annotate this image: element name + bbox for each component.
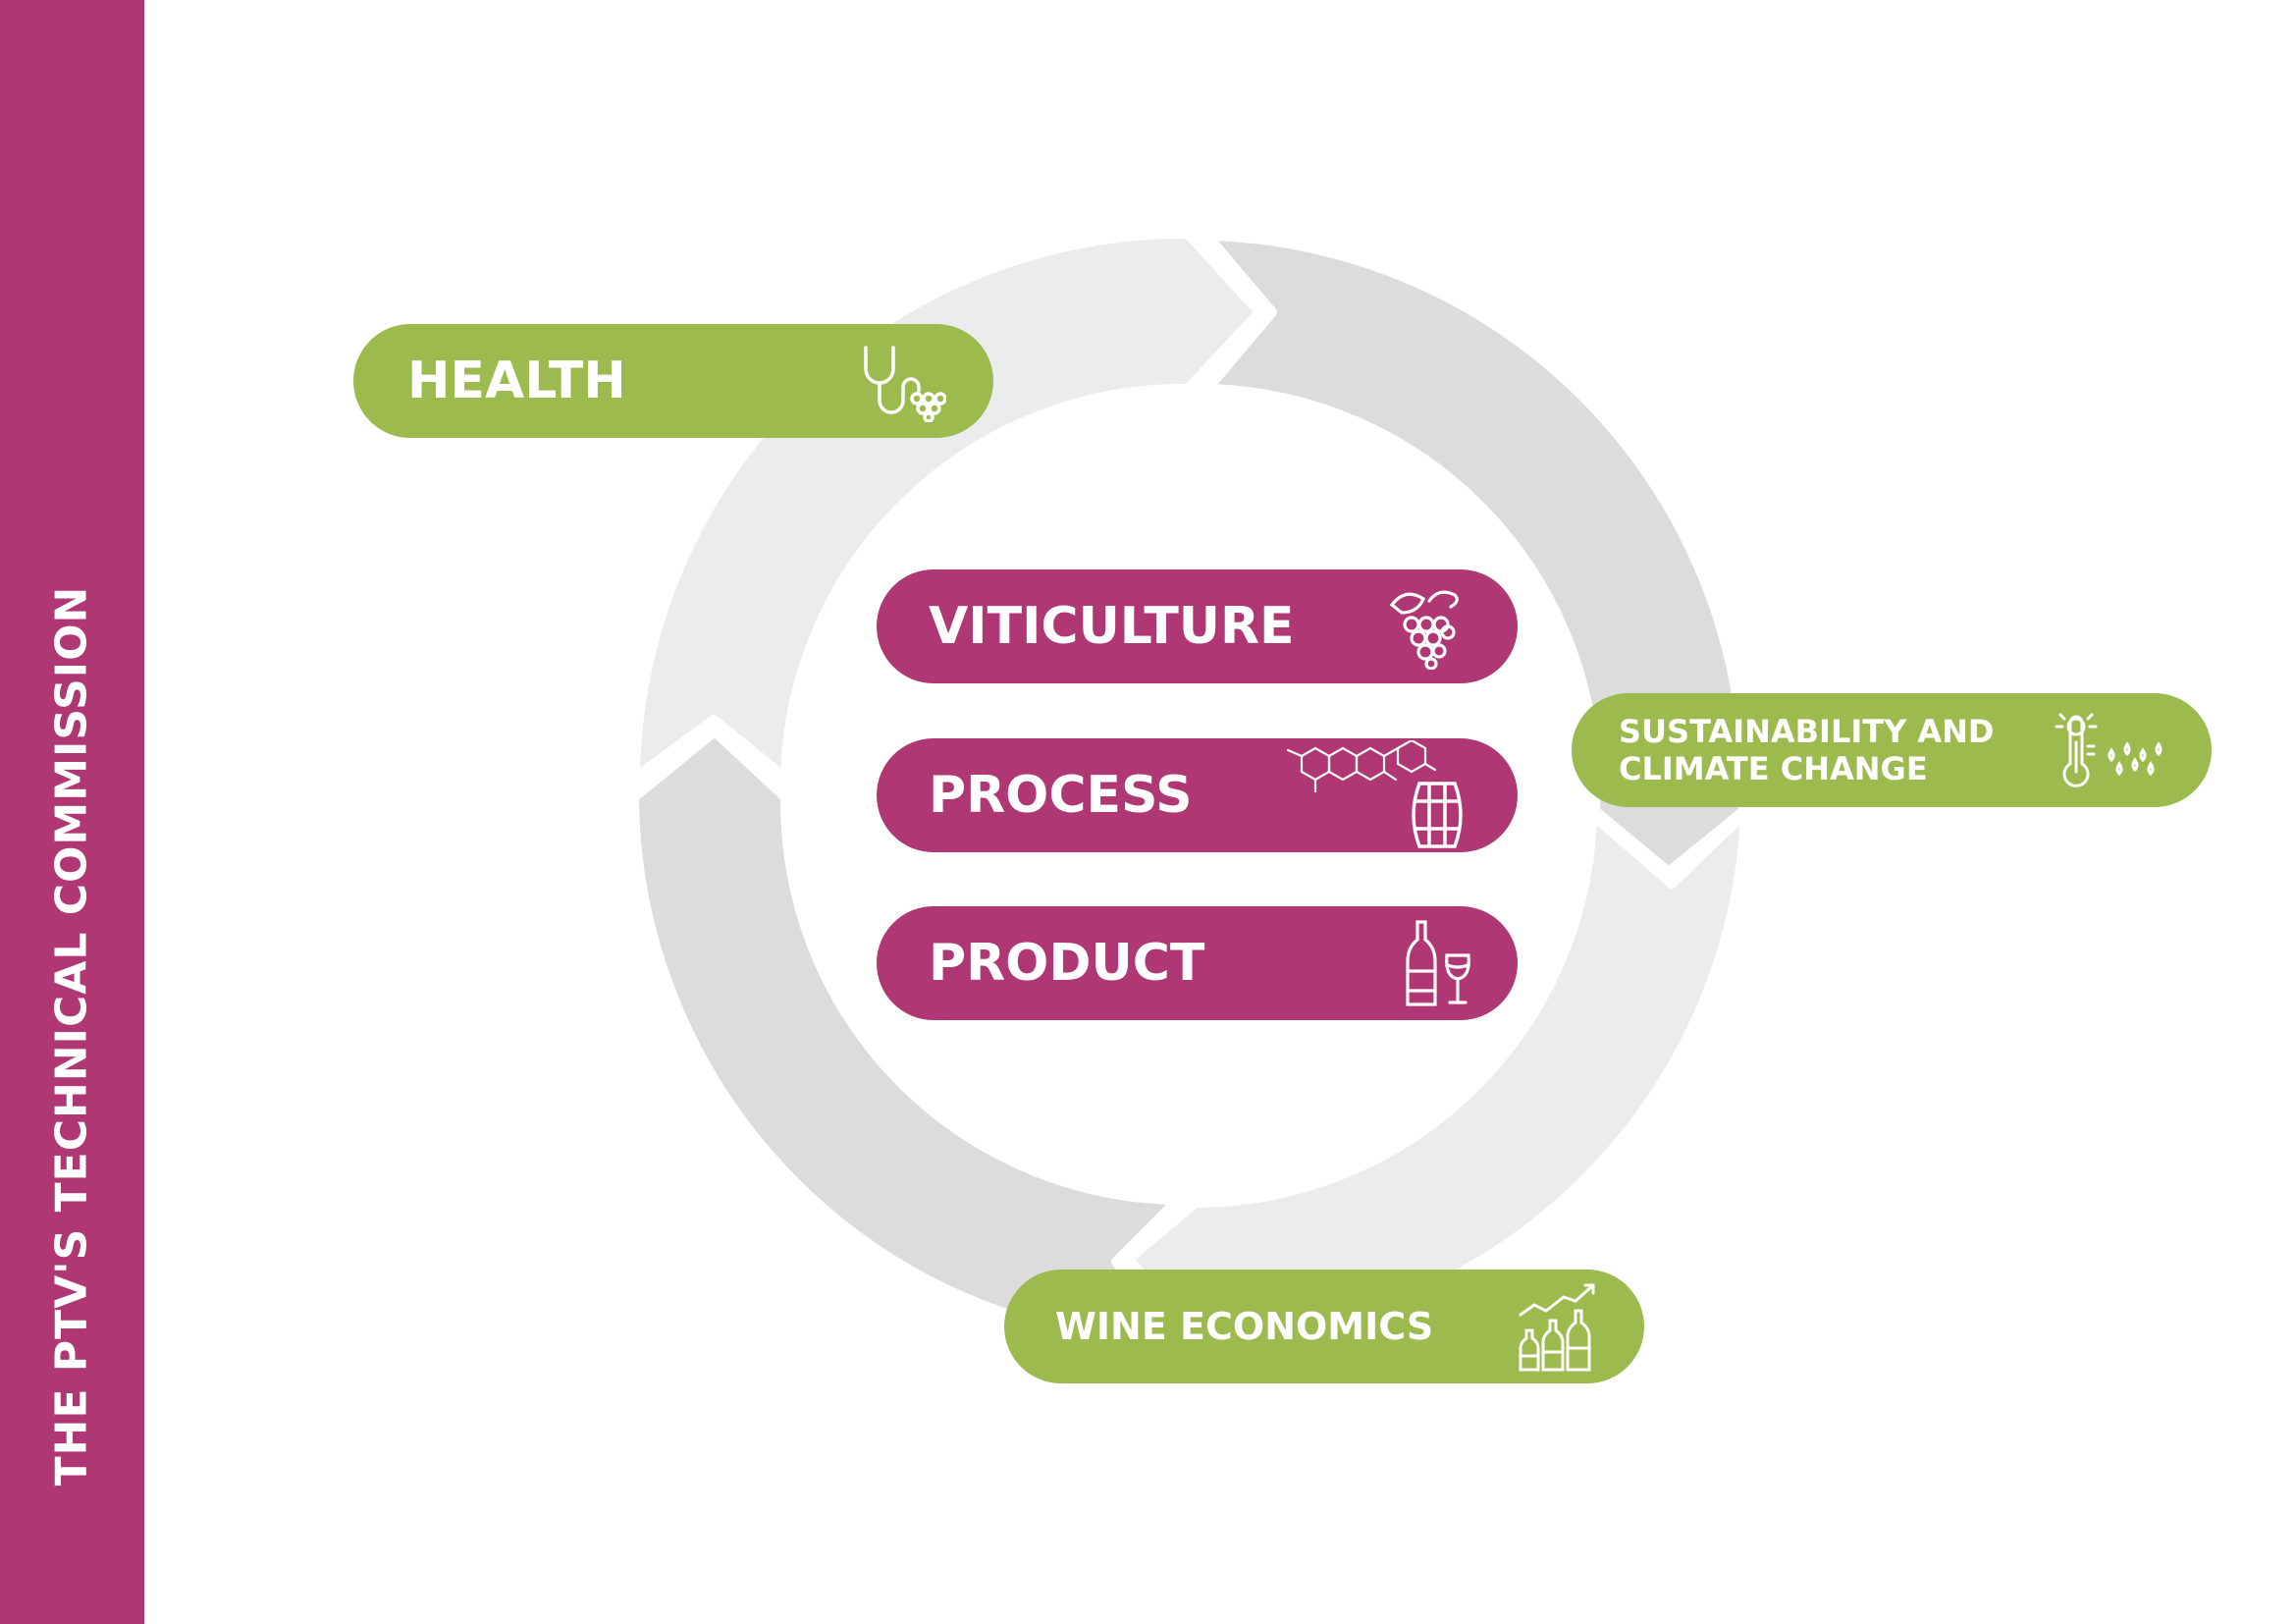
topic-process-label: PROCESS — [929, 766, 1193, 825]
stethoscope-grapes-icon — [864, 346, 946, 422]
topic-viticulture-label: VITICULTURE — [929, 597, 1295, 656]
topic-health-label: HEALTH — [407, 352, 626, 410]
topic-process: PROCESS — [877, 738, 1518, 852]
sidebar-band: THE PTV'S TECHNICAL COMMISSION — [0, 0, 144, 1624]
cycle-arrow-bottom-left — [629, 727, 1183, 1348]
molecule-barrel-icon — [1286, 740, 1463, 848]
cycle-arrow-bottom-right — [1124, 808, 1750, 1346]
grapes-icon — [1389, 590, 1459, 670]
bottles-chart-icon — [1519, 1283, 1595, 1372]
topic-product: PRODUCT — [877, 906, 1518, 1020]
topic-health: HEALTH — [353, 324, 993, 438]
topic-wine-economics: WINE ECONOMICS — [1004, 1270, 1644, 1383]
bottle-glass-icon — [1406, 920, 1470, 1006]
cycle-arrow-top-left — [630, 228, 1264, 783]
topic-product-label: PRODUCT — [929, 934, 1205, 993]
topic-sustainability-label: SUSTAINABILITY AND CLIMATE CHANGE — [1619, 713, 1995, 787]
topic-sustainability: SUSTAINABILITY AND CLIMATE CHANGE — [1572, 693, 2212, 807]
topic-wine-economics-label: WINE ECONOMICS — [1055, 1305, 1434, 1348]
thermometer-rain-icon — [2055, 713, 2163, 787]
topic-viticulture: VITICULTURE — [877, 569, 1518, 683]
